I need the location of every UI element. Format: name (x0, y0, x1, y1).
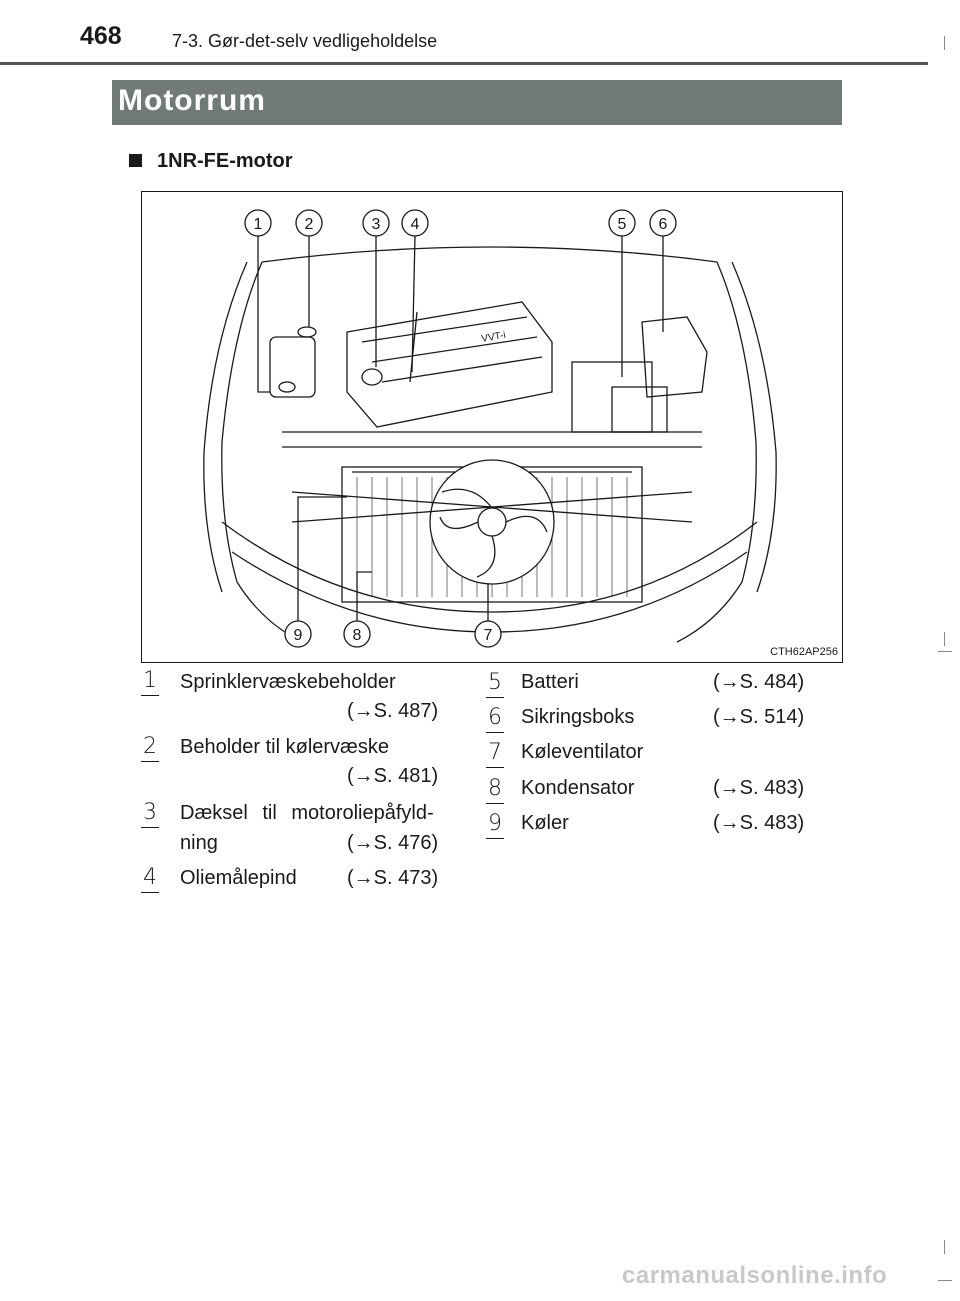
callout-5: 5 (618, 216, 627, 233)
legend-number: 2 (141, 734, 159, 762)
crop-mark (938, 1280, 952, 1281)
legend-ref: (→S. 484) (713, 671, 805, 693)
legend-label: Sikringsboks (521, 706, 635, 728)
callout-2: 2 (305, 216, 314, 233)
legend-label: Beholder til kølervæske (180, 736, 389, 758)
crop-mark (944, 632, 945, 646)
legend-ref: (→S. 483) (713, 777, 805, 799)
legend-number: 1 (141, 668, 159, 696)
legend-label: Kondensator (521, 777, 635, 799)
callout-4: 4 (411, 216, 420, 233)
section-band (112, 80, 842, 125)
callout-6: 6 (659, 216, 668, 233)
watermark: carmanualsonline.info (622, 1262, 888, 1289)
engine-figure: VVT-i 1 2 3 4 5 6 9 8 7 (141, 191, 843, 663)
callout-1: 1 (254, 216, 263, 233)
legend-label: Batteri (521, 671, 579, 693)
callout-8: 8 (353, 627, 362, 644)
callout-9: 9 (294, 627, 303, 644)
legend-number: 6 (486, 705, 504, 733)
chapter-title: 7-3. Gør-det-selv vedligeholdelse (172, 31, 438, 51)
engine-illustration: VVT-i 1 2 3 4 5 6 9 8 7 (203, 209, 777, 648)
crop-mark (938, 651, 952, 652)
legend-ref: (→S. 514) (713, 706, 805, 728)
legend-ref: (→S. 481) (347, 765, 439, 787)
legend-number: 4 (141, 865, 159, 893)
legend-ref: (→S. 487) (347, 700, 439, 722)
legend-label-continued: ning (180, 832, 218, 854)
legend-ref: (→S. 473) (347, 867, 439, 889)
subheading: 1NR-FE-motor (157, 150, 293, 172)
legend-label: Køleventilator (521, 741, 644, 763)
legend-number: 5 (486, 670, 504, 698)
section-title: Motorrum (118, 84, 266, 117)
legend-number: 7 (486, 740, 504, 768)
legend-label: Dæksel til motoroliepåfyld- (180, 802, 434, 824)
callout-3: 3 (372, 216, 381, 233)
legend-number: 8 (486, 776, 504, 804)
subheading-square-icon (129, 154, 142, 167)
legend-ref: (→S. 483) (713, 812, 805, 834)
svg-text:VVT-i: VVT-i (481, 330, 507, 345)
callout-markers: 1 2 3 4 5 6 9 8 7 (244, 209, 677, 648)
legend-label: Sprinklervæskebeholder (180, 671, 396, 693)
legend-ref: (→S. 476) (347, 832, 439, 854)
callout-7: 7 (484, 627, 493, 644)
legend-number: 9 (486, 811, 504, 839)
legend-label: Oliemålepind (180, 867, 297, 889)
figure-code: CTH62AP256 (770, 646, 838, 658)
header-rule (0, 62, 928, 65)
crop-mark (944, 1240, 945, 1254)
legend-number: 3 (141, 800, 159, 828)
legend-label: Køler (521, 812, 569, 834)
crop-mark (944, 36, 945, 50)
page-number: 468 (80, 22, 122, 50)
